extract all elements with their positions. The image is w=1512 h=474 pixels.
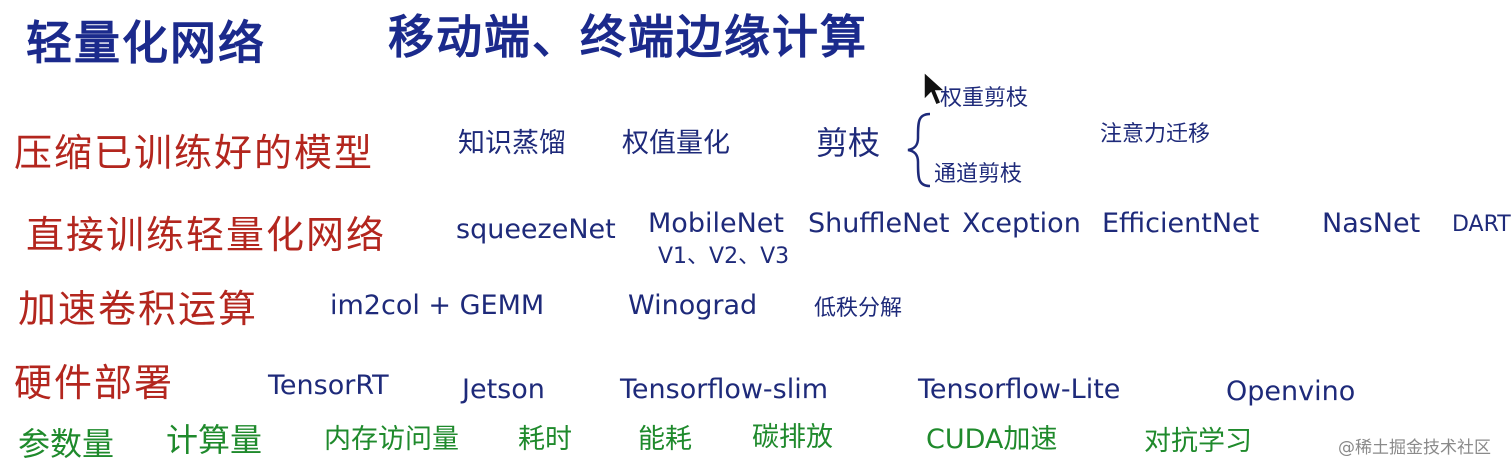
title-left: 轻量化网络 <box>26 16 266 70</box>
compress-item-distillation: 知识蒸馏 <box>458 128 566 159</box>
metric-adversarial: 对抗学习 <box>1144 426 1252 457</box>
row-hardware-label: 硬件部署 <box>14 361 175 405</box>
train-item-mobilenet-versions: V1、V2、V3 <box>658 244 790 269</box>
train-item-mobilenet: MobileNet <box>648 208 784 239</box>
title-right: 移动端、终端边缘计算 <box>388 10 868 64</box>
conv-item-winograd: Winograd <box>628 290 758 321</box>
row-compress-label: 压缩已训练好的模型 <box>14 131 375 175</box>
hardware-item-tensorrt: TensorRT <box>268 370 389 401</box>
train-item-xception: Xception <box>962 208 1081 239</box>
metric-cuda: CUDA加速 <box>926 424 1058 455</box>
prune-sub-channel: 通道剪枝 <box>934 162 1023 187</box>
row-conv-label: 加速卷积运算 <box>18 287 259 331</box>
hardware-item-openvino: Openvino <box>1226 376 1356 407</box>
brace-icon <box>907 112 931 188</box>
metric-flops: 计算量 <box>166 421 263 459</box>
train-item-squeezenet: squeezeNet <box>456 214 616 245</box>
prune-sub-weight: 权重剪枝 <box>940 86 1029 111</box>
metric-energy: 能耗 <box>638 424 692 455</box>
metric-latency: 耗时 <box>518 424 572 455</box>
mouse-cursor-icon <box>923 70 946 106</box>
watermark: @稀土掘金技术社区 <box>1338 438 1491 458</box>
metric-memory-access: 内存访问量 <box>324 424 459 455</box>
metric-params: 参数量 <box>18 425 115 463</box>
train-item-nasnet: NasNet <box>1322 208 1421 239</box>
train-item-darts: DARTS <box>1452 212 1512 237</box>
metric-carbon: 碳排放 <box>752 422 833 453</box>
hardware-item-tf-lite: Tensorflow-Lite <box>918 374 1121 405</box>
hardware-item-jetson: Jetson <box>462 374 545 405</box>
hardware-item-tf-slim: Tensorflow-slim <box>620 374 829 405</box>
compress-item-pruning: 剪枝 <box>816 124 881 162</box>
train-item-shufflenet: ShuffleNet <box>808 208 950 239</box>
compress-item-quantization: 权值量化 <box>622 128 730 159</box>
conv-item-low-rank: 低秩分解 <box>814 296 903 321</box>
row-train-label: 直接训练轻量化网络 <box>26 213 387 257</box>
compress-item-attention-transfer: 注意力迁移 <box>1100 122 1211 147</box>
conv-item-im2col: im2col + GEMM <box>330 290 545 321</box>
train-item-efficientnet: EfficientNet <box>1102 208 1260 239</box>
